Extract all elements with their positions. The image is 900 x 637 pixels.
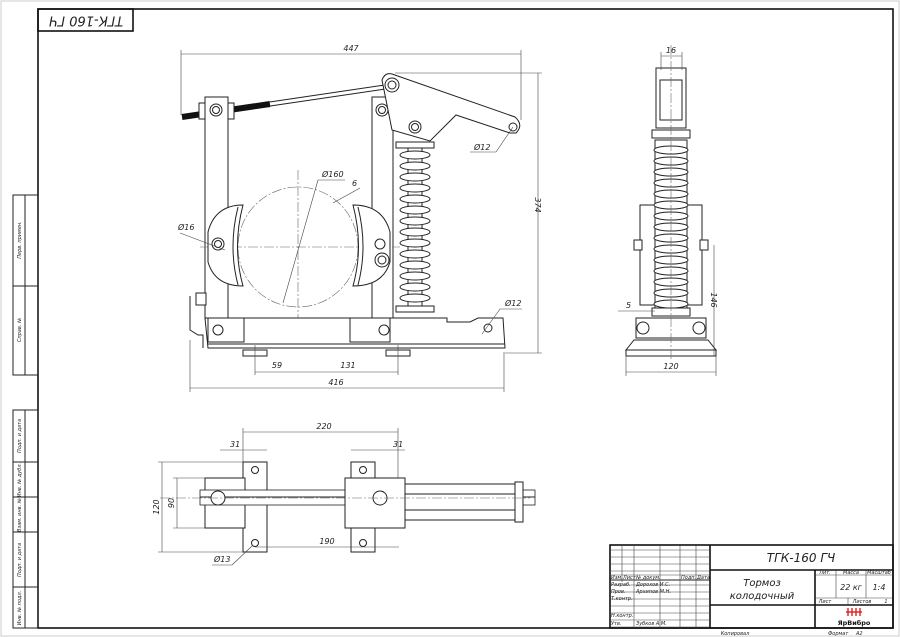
spring-coil bbox=[399, 249, 431, 259]
lit-label: Лит. bbox=[818, 570, 831, 576]
rotated-drawing-code: ТГК-160 ГЧ bbox=[49, 13, 123, 28]
dim-gap: 6 bbox=[352, 179, 357, 188]
role-name: Зубков А.М. bbox=[636, 621, 667, 627]
dim-59: 59 bbox=[272, 361, 282, 370]
dim-416: 416 bbox=[328, 378, 343, 387]
title-line1: Тормоз bbox=[743, 578, 781, 589]
hdr-doc: № докум. bbox=[635, 575, 661, 581]
sheets-label: Листов bbox=[852, 599, 872, 605]
spring-coil bbox=[399, 293, 431, 303]
side-view: 16 5 146 120 bbox=[618, 45, 718, 376]
spring-coil bbox=[399, 205, 431, 215]
margin-label: Подп. и дата bbox=[17, 543, 23, 577]
dim-drum: Ø160 bbox=[321, 169, 344, 179]
spring-coil bbox=[399, 194, 431, 204]
role-name: Архипов М.Н. bbox=[635, 589, 671, 595]
spring-coil bbox=[399, 172, 431, 182]
hdr-list: Лист bbox=[622, 575, 637, 581]
format-value: A2 bbox=[855, 631, 863, 637]
spring-coil bbox=[399, 238, 431, 248]
spring-coil bbox=[399, 227, 431, 237]
role: Т.контр. bbox=[611, 596, 633, 602]
company-logo-icon bbox=[846, 608, 862, 616]
spring-coil bbox=[399, 161, 431, 171]
margin-label: Подп. и дата bbox=[17, 419, 23, 453]
role: Н.контр. bbox=[611, 613, 633, 619]
mass-value: 22 кг bbox=[840, 583, 863, 592]
dim-plan-31-left: 31 bbox=[230, 440, 240, 449]
role-name: Дорохов И.С. bbox=[635, 582, 670, 588]
dim-side-120: 120 bbox=[663, 362, 678, 371]
plan-view: 220 31 31 120 90 190 Ø13 bbox=[152, 422, 536, 566]
company-name: ЯрВибро bbox=[838, 619, 871, 627]
dim-plan-220: 220 bbox=[316, 422, 331, 431]
dim-side-5: 5 bbox=[626, 301, 631, 310]
dim-plan-120: 120 bbox=[152, 499, 161, 514]
margin-label: Перв. примен. bbox=[17, 221, 23, 259]
margin-label: Справ. № bbox=[17, 318, 23, 342]
spring-coil bbox=[399, 183, 431, 193]
dim-side-16: 16 bbox=[666, 46, 676, 55]
dim-plan-90: 90 bbox=[167, 498, 176, 508]
title-line2: колодочный bbox=[730, 591, 795, 602]
dim-base-hole: Ø12 bbox=[504, 298, 521, 308]
dim-plan-190: 190 bbox=[319, 537, 334, 546]
spring-coil bbox=[399, 271, 431, 281]
dim-plan-hole: Ø13 bbox=[213, 554, 230, 564]
spring-coil bbox=[399, 282, 431, 292]
dim-side-146: 146 bbox=[709, 292, 718, 307]
dim-131: 131 bbox=[340, 361, 355, 370]
front-view: 447 374 Ø12 Ø160 6 Ø16 Ø12 59 131 416 bbox=[177, 44, 542, 392]
margin-label: Взам. инв. № bbox=[17, 498, 23, 532]
hdr-izm: Изм. bbox=[611, 575, 623, 581]
drawing-code: ТГК-160 ГЧ bbox=[767, 551, 836, 565]
dim-374: 374 bbox=[533, 197, 542, 212]
scale-value: 1:4 bbox=[873, 583, 886, 592]
sheet-label: Лист bbox=[818, 599, 833, 605]
hdr-sign: Подп. bbox=[681, 575, 696, 581]
dim-plan-31-right: 31 bbox=[393, 440, 403, 449]
spring-coil bbox=[399, 216, 431, 226]
hdr-date: Дата bbox=[696, 575, 710, 581]
format-label: Формат bbox=[828, 631, 849, 637]
rotated-code-box: ТГК-160 ГЧ bbox=[37, 8, 134, 32]
copied-label: Копировал bbox=[721, 631, 750, 637]
spring-coil bbox=[399, 150, 431, 160]
scale-label: Масштаб bbox=[867, 570, 891, 576]
title-block: Изм. Лист № докум. Подп. Дата Разраб. До… bbox=[609, 544, 894, 637]
role: Утв. bbox=[611, 621, 622, 627]
dim-shoe-hole: Ø16 bbox=[177, 222, 194, 232]
role: Разраб. bbox=[611, 582, 631, 588]
margin-label: Инв. № дубл. bbox=[17, 463, 23, 497]
mass-label: Масса bbox=[843, 570, 859, 576]
dim-447: 447 bbox=[343, 44, 359, 53]
spring-coil bbox=[399, 260, 431, 270]
sheets-count: 1 bbox=[884, 599, 887, 605]
left-margin-table: Перв. примен. Справ. № Подп. и дата Инв.… bbox=[12, 194, 39, 629]
margin-label: Инв. № подл. bbox=[17, 591, 23, 626]
dim-lever-hole: Ø12 bbox=[473, 142, 490, 152]
role: Пров. bbox=[611, 589, 626, 595]
